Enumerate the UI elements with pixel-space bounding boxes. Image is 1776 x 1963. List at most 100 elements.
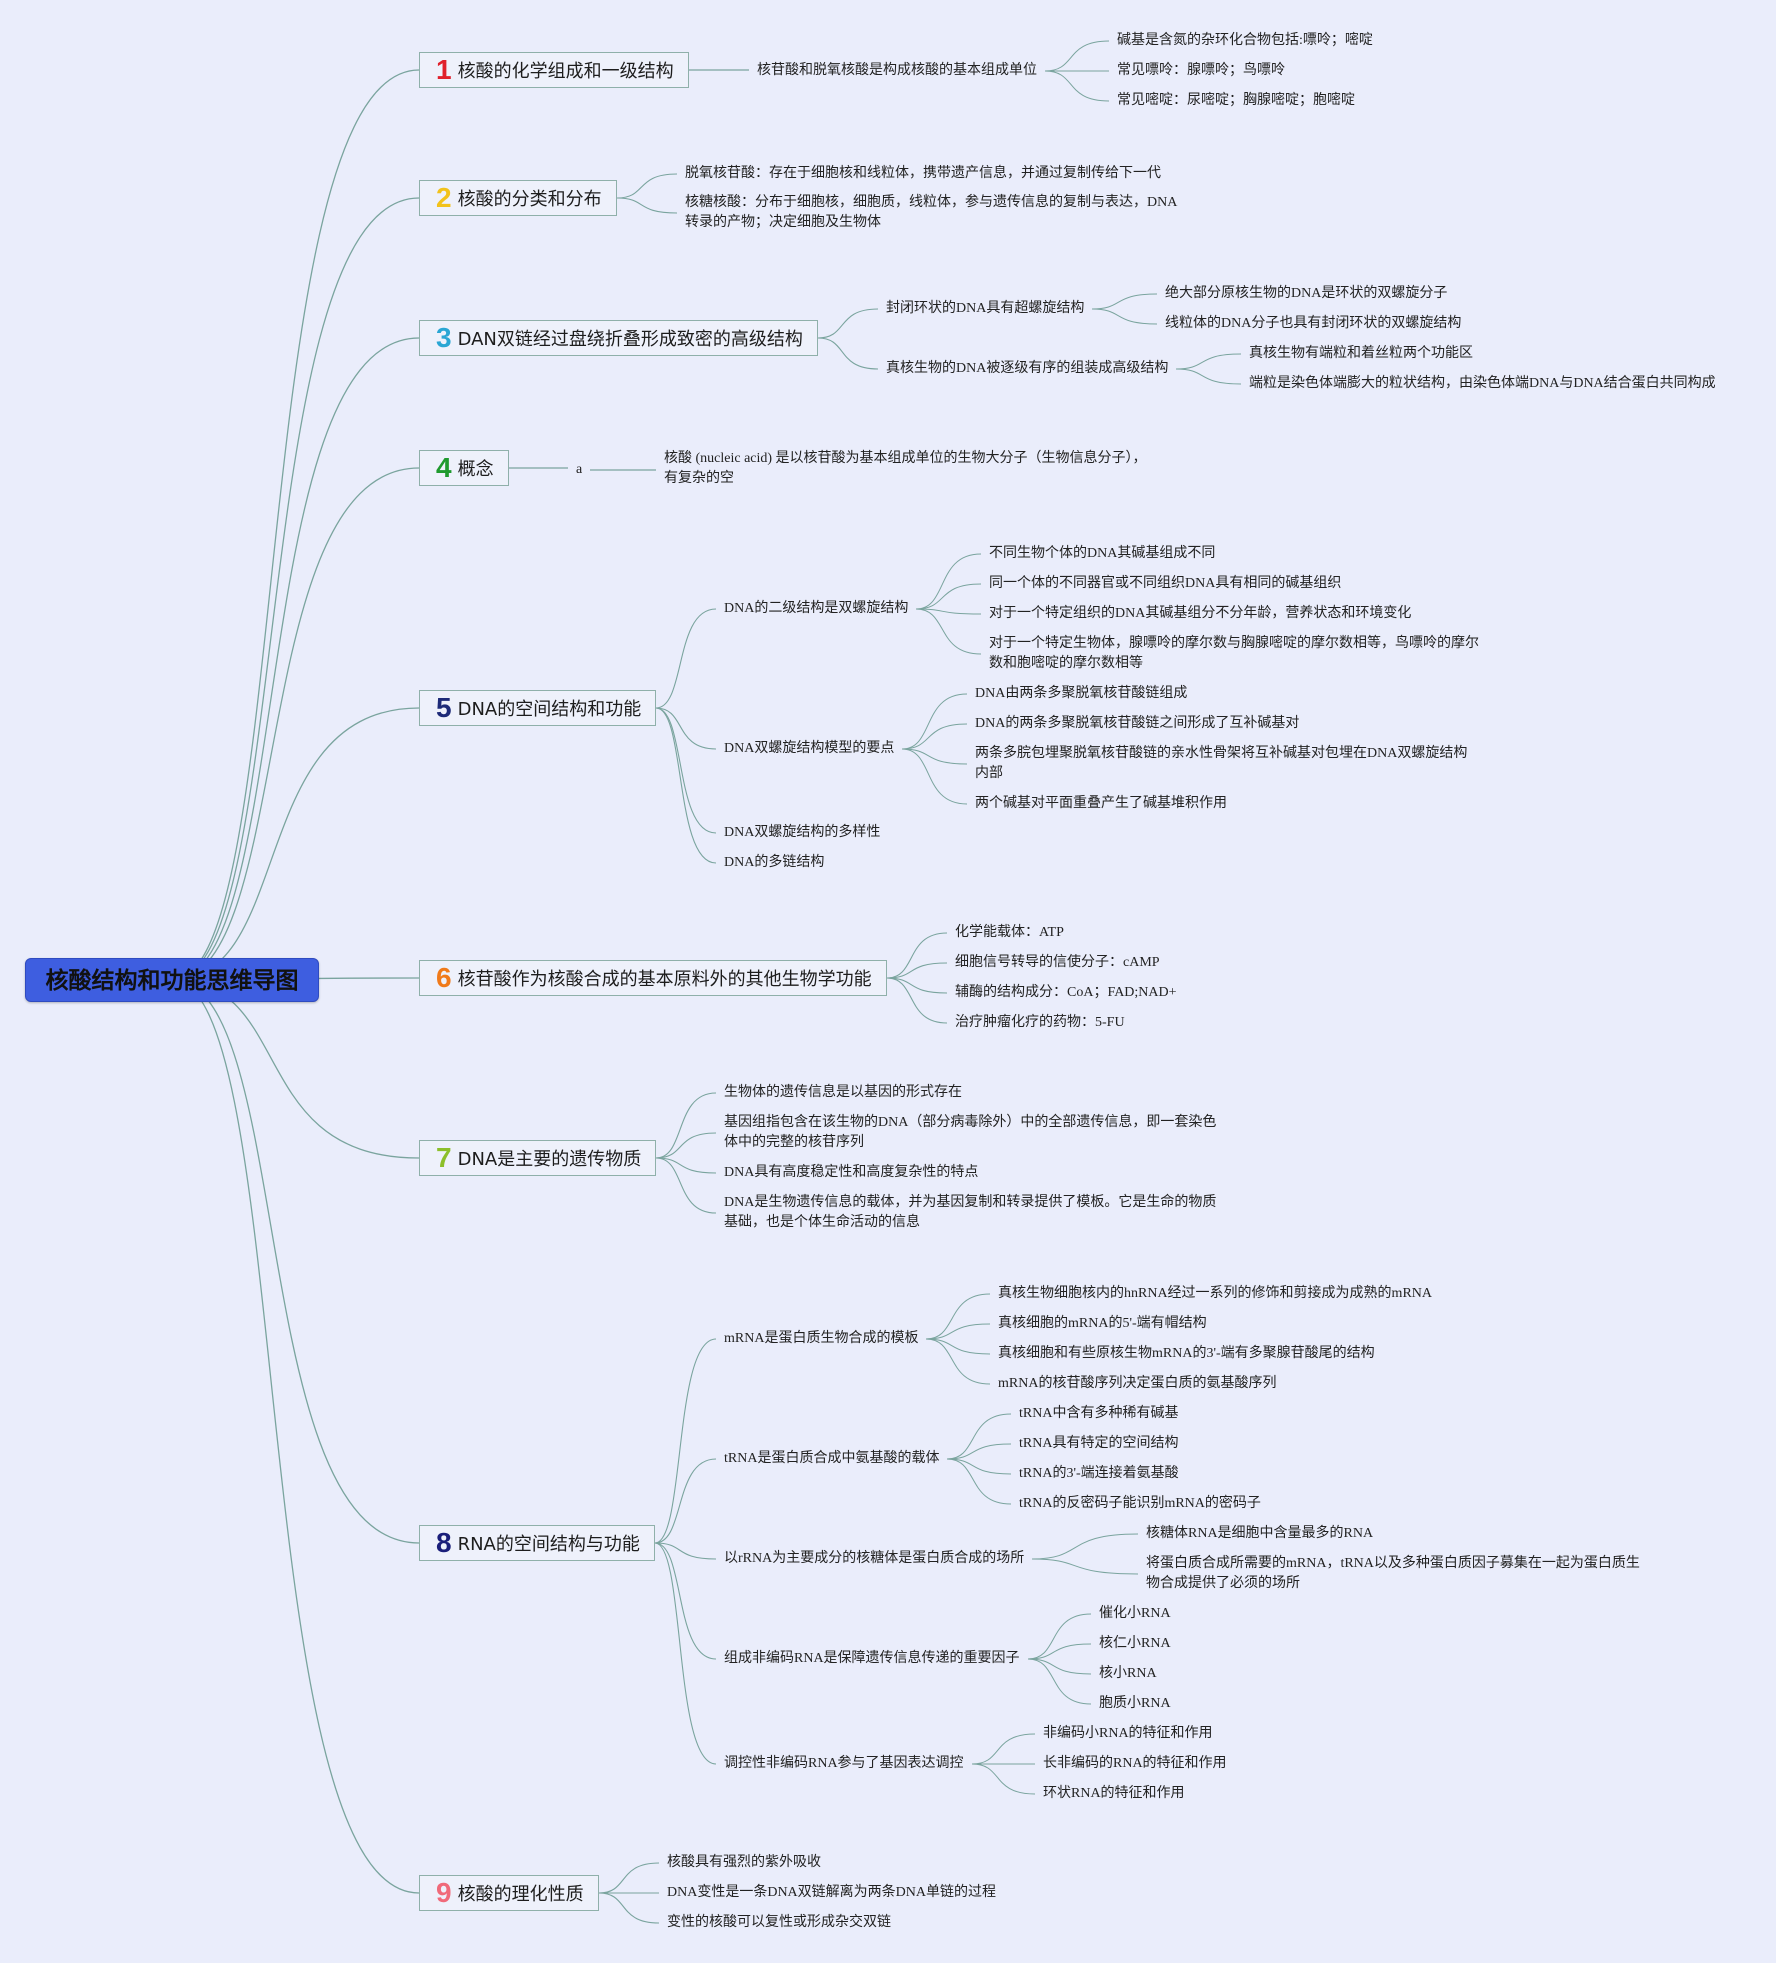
leaf-node[interactable]: 两条多脘包埋聚脱氧核苷酸链的亲水性骨架将互补碱基对包埋在DNA双螺旋结构内部	[975, 746, 1468, 781]
child-node[interactable]: 细胞信号转导的信使分子：cAMP	[955, 955, 1160, 970]
connector	[655, 1157, 717, 1214]
child-node[interactable]: DNA双螺旋结构模型的要点	[724, 741, 895, 756]
child-node[interactable]: 核酸具有强烈的紫外吸收	[667, 1855, 821, 1870]
connector	[946, 1458, 1012, 1475]
child-node[interactable]: 治疗肿瘤化疗的药物：5-FU	[955, 1015, 1125, 1030]
connector	[915, 583, 982, 610]
child-node[interactable]: mRNA是蛋白质生物合成的模板	[724, 1331, 919, 1346]
leaf-node[interactable]: 绝大部分原核生物的DNA是环状的双螺旋分子	[1165, 286, 1448, 301]
child-node[interactable]: 化学能载体：ATP	[955, 925, 1064, 940]
child-node[interactable]: 核苷酸和脱氧核酸是构成核酸的基本组成单位	[757, 63, 1037, 78]
leaf-node[interactable]: 常见嘌呤：腺嘌呤；鸟嘌呤	[1117, 63, 1285, 78]
leaf-node[interactable]: 核糖体RNA是细胞中含量最多的RNA	[1146, 1526, 1374, 1541]
leaf-node[interactable]: tRNA中含有多种稀有碱基	[1019, 1406, 1179, 1421]
connector	[171, 707, 420, 981]
connector	[655, 1132, 717, 1159]
connector	[1027, 1613, 1092, 1660]
connector	[171, 979, 420, 1544]
child-node[interactable]: DNA变性是一条DNA双链解离为两条DNA单链的过程	[667, 1885, 996, 1900]
connector	[817, 308, 879, 339]
leaf-node[interactable]: DNA由两条多聚脱氧核苷酸链组成	[975, 686, 1188, 701]
leaf-node[interactable]: 核仁小RNA	[1099, 1636, 1171, 1651]
connector	[1031, 1533, 1139, 1560]
branch-number: 1	[436, 54, 452, 85]
child-node[interactable]: 以rRNA为主要成分的核糖体是蛋白质合成的场所	[724, 1551, 1025, 1566]
leaf-node[interactable]: 真核生物细胞核内的hnRNA经过一系列的修饰和剪接成为成熟的mRNA	[998, 1286, 1433, 1301]
leaf-node[interactable]: tRNA的3'-端连接着氨基酸	[1019, 1466, 1179, 1481]
leaf-node[interactable]: 环状RNA的特征和作用	[1043, 1786, 1185, 1801]
child-node[interactable]: tRNA是蛋白质合成中氨基酸的载体	[724, 1451, 940, 1466]
child-node[interactable]: a	[576, 462, 583, 477]
child-node[interactable]: 基因组指包含在该生物的DNA（部分病毒除外）中的全部遗传信息，即一套染色体中的完…	[724, 1115, 1217, 1150]
branch-number: 2	[436, 182, 452, 213]
branch-label: DNA是主要的遗传物质	[457, 1149, 642, 1170]
branch-number: 3	[436, 322, 452, 353]
leaf-node[interactable]: 端粒是染色体端膨大的粒状结构，由染色体端DNA与DNA结合蛋白共同构成	[1249, 376, 1716, 391]
connector	[901, 693, 968, 750]
connector	[1044, 40, 1110, 72]
connector	[1175, 368, 1242, 385]
leaf-node[interactable]: 非编码小RNA的特征和作用	[1043, 1726, 1213, 1741]
child-node[interactable]: DNA具有高度稳定性和高度复杂性的特点	[724, 1165, 979, 1180]
connector	[616, 197, 678, 214]
leaf-node[interactable]: 对于一个特定组织的DNA其碱基组分不分年龄，营养状态和环境变化	[989, 606, 1412, 621]
connector	[1044, 70, 1110, 102]
leaf-node[interactable]: 同一个体的不同器官或不同组织DNA具有相同的碱基组织	[989, 576, 1342, 591]
connector	[925, 1323, 991, 1340]
leaf-node[interactable]: tRNA具有特定的空间结构	[1019, 1436, 1179, 1451]
root-node[interactable]: 核酸结构和功能思维导图	[25, 958, 319, 1002]
leaf-node[interactable]: 两个碱基对平面重叠产生了碱基堆积作用	[975, 796, 1227, 811]
leaf-node[interactable]: 真核细胞的mRNA的5'-端有帽结构	[998, 1316, 1207, 1331]
leaf-node[interactable]: 碱基是含氮的杂环化合物包括:嘌呤；嘧啶	[1117, 33, 1373, 48]
child-node[interactable]: 真核生物的DNA被逐级有序的组装成高级结构	[886, 361, 1169, 376]
child-node[interactable]: 生物体的遗传信息是以基因的形式存在	[724, 1085, 962, 1100]
branch-label: 核苷酸作为核酸合成的基本原料外的其他生物学功能	[457, 969, 872, 990]
connector	[925, 1338, 991, 1385]
child-node[interactable]: DNA双螺旋结构的多样性	[724, 825, 881, 840]
child-node[interactable]: 脱氧核苷酸：存在于细胞核和线粒体，携带遗产信息，并通过复制传给下一代	[685, 166, 1161, 181]
leaf-node[interactable]: 不同生物个体的DNA其碱基组成不同	[989, 546, 1216, 561]
child-node[interactable]: 调控性非编码RNA参与了基因表达调控	[724, 1756, 964, 1771]
leaf-node[interactable]: 胞质小RNA	[1099, 1696, 1171, 1711]
child-node[interactable]: 辅酶的结构成分：CoA；FAD;NAD+	[955, 985, 1177, 1000]
leaf-node[interactable]: 常见嘧啶：尿嘧啶；胸腺嘧啶；胞嘧啶	[1117, 93, 1355, 108]
branch-label: DNA的空间结构和功能	[457, 699, 642, 720]
branch-label: RNA的空间结构与功能	[457, 1534, 640, 1555]
leaf-node[interactable]: tRNA的反密码子能识别mRNA的密码子	[1019, 1496, 1261, 1511]
leaf-node[interactable]: 将蛋白质合成所需要的mRNA，tRNA以及多种蛋白质因子募集在一起为蛋白质生物合…	[1146, 1556, 1640, 1591]
leaf-node[interactable]: 真核生物有端粒和着丝粒两个功能区	[1249, 346, 1473, 361]
leaf-node[interactable]: 核小RNA	[1099, 1666, 1157, 1681]
child-node[interactable]: 封闭环状的DNA具有超螺旋结构	[886, 301, 1085, 316]
leaf-node[interactable]: 核酸 (nucleic acid) 是以核苷酸为基本组成单位的生物大分子（生物信…	[664, 451, 1147, 486]
leaf-node[interactable]: 催化小RNA	[1099, 1606, 1171, 1621]
branch-number: 5	[436, 692, 452, 723]
connector	[171, 197, 420, 981]
child-node[interactable]: 核糖核酸：分布于细胞核，细胞质，线粒体，参与遗传信息的复制与表达，DNA转录的产…	[685, 195, 1178, 230]
child-node[interactable]: DNA是生物遗传信息的载体，并为基因复制和转录提供了模板。它是生命的物质基础，也…	[724, 1195, 1217, 1230]
leaf-node[interactable]: mRNA的核苷酸序列决定蛋白质的氨基酸序列	[998, 1376, 1277, 1391]
child-node[interactable]: 组成非编码RNA是保障遗传信息传递的重要因子	[724, 1651, 1020, 1666]
leaf-node[interactable]: 长非编码的RNA的特征和作用	[1043, 1756, 1227, 1771]
connector	[1031, 1558, 1139, 1575]
leaf-node[interactable]: 对于一个特定生物体，腺嘌呤的摩尔数与胸腺嘧啶的摩尔数相等，鸟嘌呤的摩尔数和胞嘧啶…	[989, 636, 1479, 671]
child-node[interactable]: DNA的二级结构是双螺旋结构	[724, 601, 909, 616]
connector	[946, 1443, 1012, 1460]
connector	[655, 707, 717, 750]
child-node[interactable]: 变性的核酸可以复性或形成杂交双链	[667, 1915, 891, 1930]
leaf-node[interactable]: DNA的两条多聚脱氧核苷酸链之间形成了互补碱基对	[975, 716, 1300, 731]
connector	[971, 1763, 1036, 1795]
child-node[interactable]: DNA的多链结构	[724, 855, 825, 870]
leaf-node[interactable]: 线粒体的DNA分子也具有封闭环状的双螺旋结构	[1165, 316, 1462, 331]
connector	[616, 173, 678, 199]
connector	[1091, 308, 1158, 325]
leaf-node[interactable]: 真核细胞和有些原核生物mRNA的3'-端有多聚腺苷酸尾的结构	[998, 1346, 1375, 1361]
